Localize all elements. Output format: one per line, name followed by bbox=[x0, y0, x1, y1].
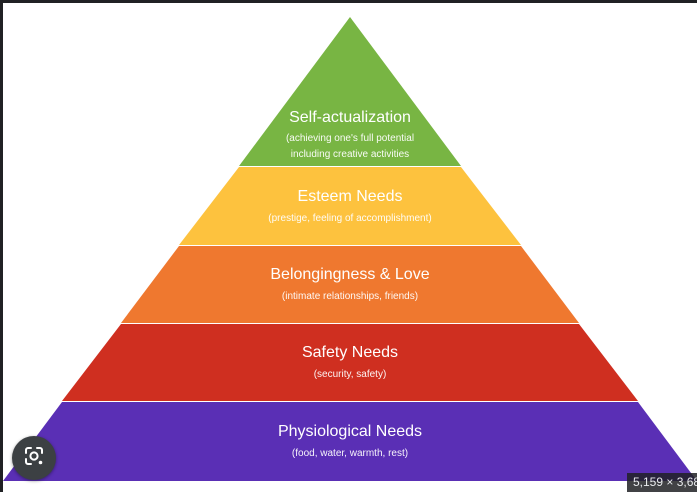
google-lens-button[interactable] bbox=[12, 436, 56, 480]
google-lens-icon bbox=[22, 444, 46, 473]
image-dimensions-badge: 5,159 × 3,68 bbox=[627, 473, 697, 492]
tier-self-actualization-subtitle-2: including creative activities bbox=[291, 149, 409, 160]
tier-self-actualization-subtitle-1: (achieving one's full potential bbox=[286, 133, 414, 144]
tier-belongingness-subtitle: (intimate relationships, friends) bbox=[282, 291, 418, 302]
tier-esteem-subtitle: (prestige, feeling of accomplishment) bbox=[268, 213, 431, 224]
tier-self-actualization bbox=[239, 17, 461, 166]
tier-safety-subtitle: (security, safety) bbox=[314, 369, 387, 380]
tier-self-actualization-title: Self-actualization bbox=[289, 109, 411, 126]
tier-belongingness bbox=[121, 246, 579, 323]
tier-esteem bbox=[179, 167, 521, 245]
tier-physiological-subtitle: (food, water, warmth, rest) bbox=[292, 448, 408, 459]
tier-safety-title: Safety Needs bbox=[302, 344, 398, 361]
maslow-pyramid: Self-actualization (achieving one's full… bbox=[3, 17, 697, 481]
tier-physiological-title: Physiological Needs bbox=[278, 423, 422, 440]
image-preview[interactable]: Self-actualization (achieving one's full… bbox=[3, 3, 697, 492]
tier-physiological bbox=[3, 402, 697, 481]
tier-esteem-title: Esteem Needs bbox=[298, 188, 403, 205]
tier-safety bbox=[62, 324, 638, 401]
tier-belongingness-title: Belongingness & Love bbox=[270, 266, 429, 283]
